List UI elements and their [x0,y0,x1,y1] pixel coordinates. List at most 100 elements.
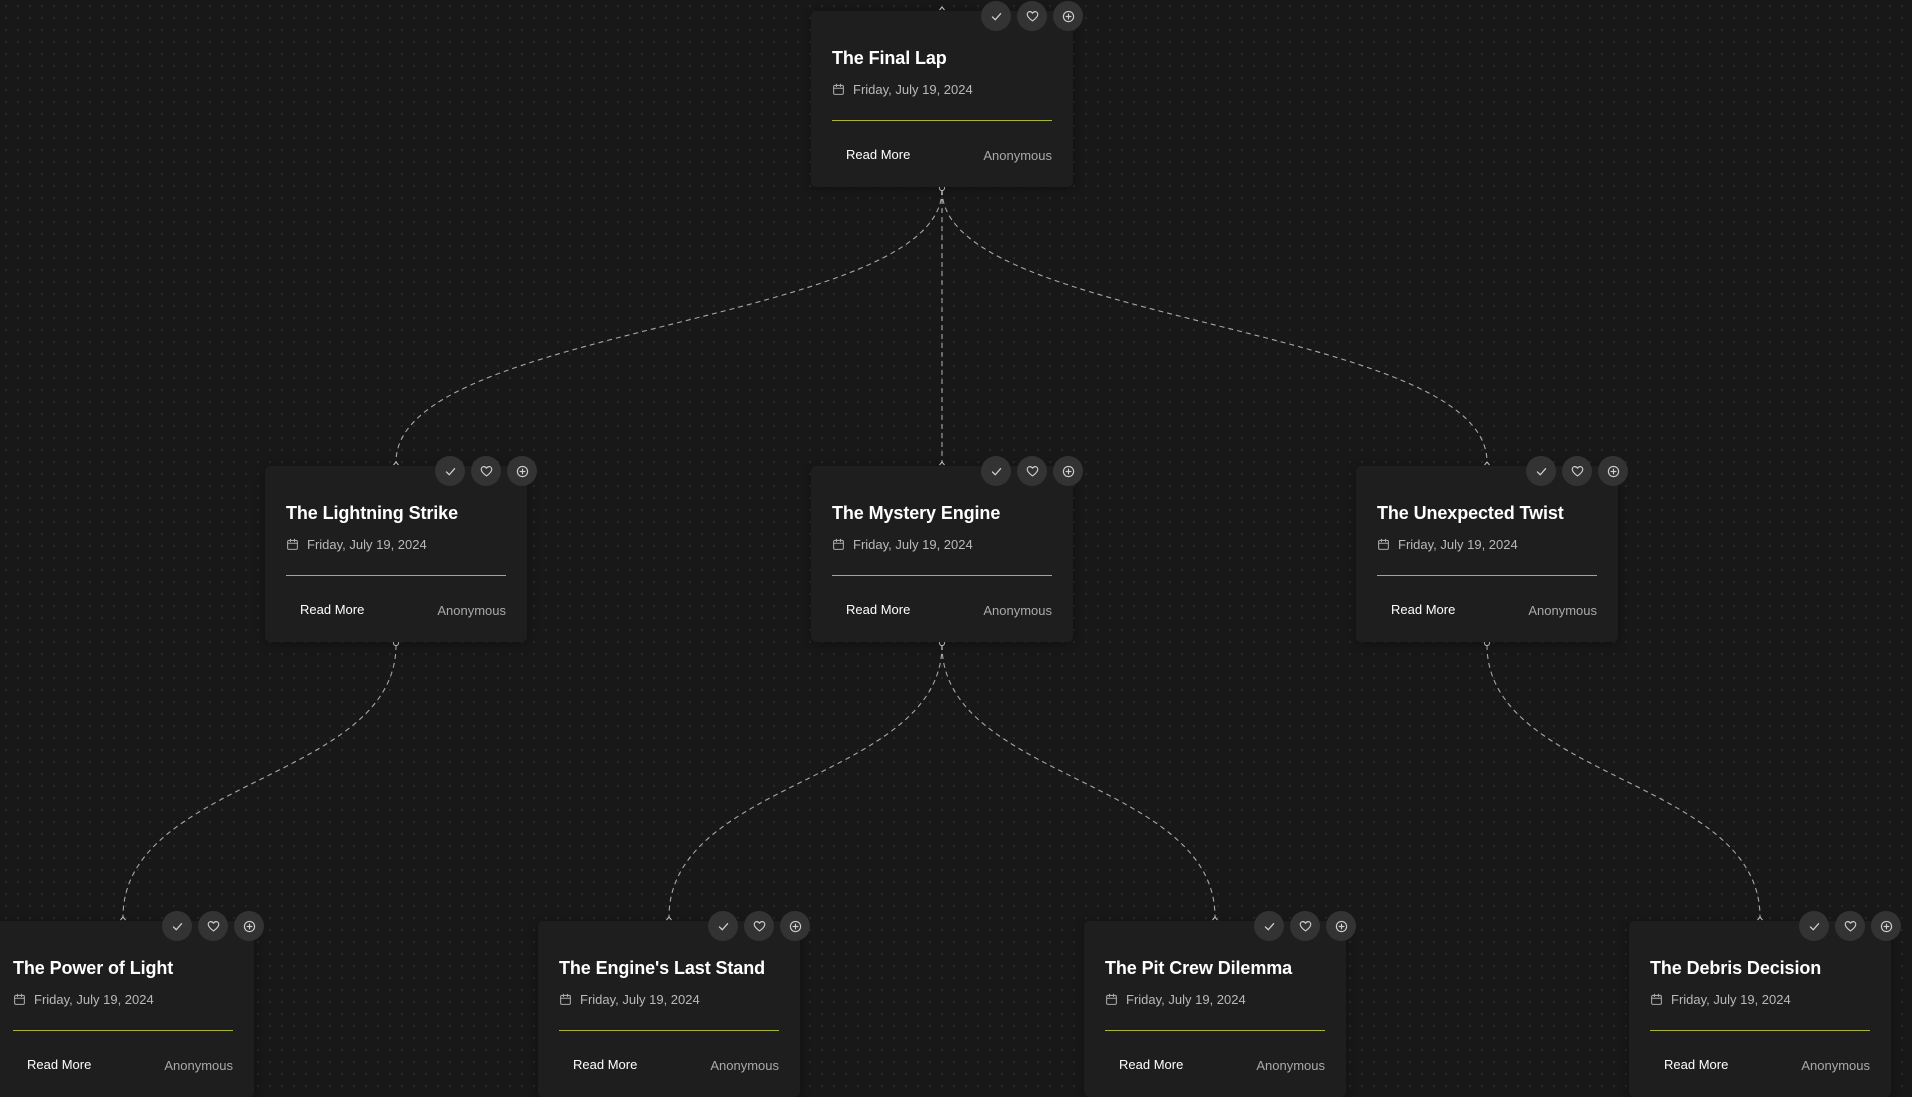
card-divider [1650,1030,1870,1031]
card-title: The Lightning Strike [286,503,458,523]
read-more-button[interactable]: Read More [286,594,378,625]
card-divider [286,575,506,576]
card-divider [1377,575,1597,576]
card-date: Friday, July 19, 2024 [13,992,154,1007]
plus-circle-icon [1335,920,1347,932]
card-author: Anonymous [983,603,1052,618]
check-icon [718,922,728,930]
calendar-icon [287,538,298,550]
card-date: Friday, July 19, 2024 [1377,537,1518,552]
card-toolbar [162,911,264,941]
read-more-button[interactable]: Read More [559,1049,651,1080]
read-more-button[interactable]: Read More [1377,594,1469,625]
calendar-icon [14,993,25,1005]
story-card-lightning-strike[interactable]: The Lightning Strike Friday, July 19, 20… [265,456,537,642]
heart-icon [753,920,765,932]
calendar-icon [1378,538,1389,550]
card-date: Friday, July 19, 2024 [1105,992,1246,1007]
story-card-engines-last-stand[interactable]: The Engine's Last Stand Friday, July 19,… [538,911,810,1097]
add-button[interactable] [780,911,810,941]
plus-circle-icon [1062,465,1074,477]
card-toolbar [981,456,1083,486]
favorite-button[interactable] [198,911,228,941]
edge-mystery-engine-to-engines-last-stand[interactable] [668,644,943,918]
favorite-button[interactable] [744,911,774,941]
target-handle-debris-decision[interactable] [1757,916,1763,921]
check-button[interactable] [1254,911,1284,941]
add-button[interactable] [1053,1,1083,31]
card-title: The Engine's Last Stand [559,958,766,978]
check-icon [991,467,1001,475]
check-button[interactable] [1526,456,1556,486]
check-button[interactable] [1799,911,1829,941]
edge-unexpected-twist-to-debris-decision[interactable] [1486,644,1761,918]
card-date: Friday, July 19, 2024 [832,537,973,552]
check-icon [991,12,1001,20]
edge-mystery-engine-to-pit-crew-dilemma[interactable] [941,644,1216,918]
check-icon [1264,922,1274,930]
edge-final-lap-to-unexpected-twist[interactable] [941,189,1488,463]
target-handle-pit-crew-dilemma[interactable] [1212,916,1218,921]
favorite-button[interactable] [1835,911,1865,941]
plus-circle-icon [516,465,528,477]
story-card-unexpected-twist[interactable]: The Unexpected Twist Friday, July 19, 20… [1356,456,1628,642]
check-button[interactable] [981,1,1011,31]
check-button[interactable] [708,911,738,941]
target-handle-final-lap[interactable] [939,6,945,11]
edge-final-lap-to-lightning-strike[interactable] [395,189,943,463]
card-date: Friday, July 19, 2024 [559,992,700,1007]
story-card-final-lap[interactable]: The Final Lap Friday, July 19, 2024 Read… [811,1,1083,187]
card-toolbar [435,456,537,486]
add-button[interactable] [1598,456,1628,486]
plus-circle-icon [1062,10,1074,22]
card-date-text: Friday, July 19, 2024 [853,82,973,97]
card-author: Anonymous [710,1058,779,1073]
target-handle-unexpected-twist[interactable] [1484,461,1490,466]
favorite-button[interactable] [1290,911,1320,941]
read-more-button[interactable]: Read More [832,594,924,625]
add-button[interactable] [507,456,537,486]
target-handle-power-of-light[interactable] [120,916,126,921]
card-date-text: Friday, July 19, 2024 [1671,992,1791,1007]
plus-circle-icon [1880,920,1892,932]
card-toolbar [708,911,810,941]
story-card-power-of-light[interactable]: The Power of Light Friday, July 19, 2024… [0,911,264,1097]
read-more-button[interactable]: Read More [13,1049,105,1080]
favorite-button[interactable] [1017,1,1047,31]
card-date-text: Friday, July 19, 2024 [307,537,427,552]
story-card-debris-decision[interactable]: The Debris Decision Friday, July 19, 202… [1629,911,1901,1097]
target-handle-lightning-strike[interactable] [393,461,399,466]
heart-icon [1571,465,1583,477]
card-title: The Unexpected Twist [1377,503,1564,523]
read-more-button[interactable]: Read More [1105,1049,1197,1080]
check-button[interactable] [435,456,465,486]
card-date-text: Friday, July 19, 2024 [580,992,700,1007]
check-button[interactable] [981,456,1011,486]
add-button[interactable] [1326,911,1356,941]
edge-lightning-strike-to-power-of-light[interactable] [122,644,397,918]
target-handle-engines-last-stand[interactable] [666,916,672,921]
story-card-mystery-engine[interactable]: The Mystery Engine Friday, July 19, 2024… [811,456,1083,642]
add-button[interactable] [1871,911,1901,941]
add-button[interactable] [234,911,264,941]
check-button[interactable] [162,911,192,941]
favorite-button[interactable] [1017,456,1047,486]
card-date-text: Friday, July 19, 2024 [34,992,154,1007]
target-handle-mystery-engine[interactable] [939,461,945,466]
read-more-button[interactable]: Read More [1650,1049,1742,1080]
card-toolbar [1254,911,1356,941]
card-date-text: Friday, July 19, 2024 [1126,992,1246,1007]
card-author: Anonymous [1801,1058,1870,1073]
card-date-text: Friday, July 19, 2024 [1398,537,1518,552]
read-more-button[interactable]: Read More [832,139,924,170]
story-card-pit-crew-dilemma[interactable]: The Pit Crew Dilemma Friday, July 19, 20… [1084,911,1356,1097]
card-date-text: Friday, July 19, 2024 [853,537,973,552]
favorite-button[interactable] [471,456,501,486]
card-toolbar [1799,911,1901,941]
card-author: Anonymous [1256,1058,1325,1073]
favorite-button[interactable] [1562,456,1592,486]
card-title: The Power of Light [13,958,174,978]
calendar-icon [560,993,571,1005]
add-button[interactable] [1053,456,1083,486]
